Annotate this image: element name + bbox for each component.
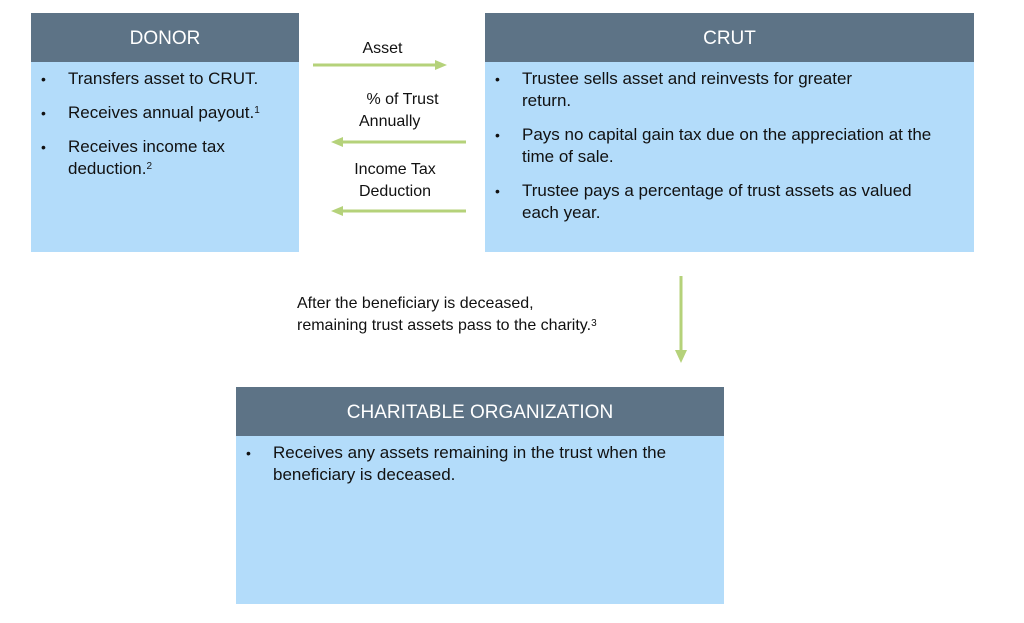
list-item: Receives any assets remaining in the tru… <box>246 442 714 486</box>
list-item: Trustee pays a percentage of trust asset… <box>495 180 964 224</box>
list-item: Transfers asset to CRUT. <box>41 68 289 90</box>
list-item: Pays no capital gain tax due on the appr… <box>495 124 964 168</box>
crut-list: Trustee sells asset and reinvests for gr… <box>485 62 974 224</box>
asset-label: Asset <box>362 40 403 57</box>
charity-arrow-down-icon <box>675 276 687 363</box>
charity-title: CHARITABLE ORGANIZATION <box>236 387 724 436</box>
crut-title: CRUT <box>485 13 974 62</box>
list-item: Trustee sells asset and reinvests for gr… <box>495 68 964 112</box>
payout-arrow-left-icon <box>331 137 466 147</box>
deduction-arrow-left-icon <box>331 206 466 216</box>
donor-box: DONOR Transfers asset to CRUT. Receives … <box>31 13 299 252</box>
asset-arrow-right-icon <box>313 60 447 70</box>
crut-box: CRUT Trustee sells asset and reinvests f… <box>485 13 974 252</box>
donor-title: DONOR <box>31 13 299 62</box>
beneficiary-note: After the beneficiary is deceased, remai… <box>297 295 597 334</box>
donor-list: Transfers asset to CRUT. Receives annual… <box>31 62 299 180</box>
charity-list: Receives any assets remaining in the tru… <box>236 436 724 486</box>
charity-box: CHARITABLE ORGANIZATION Receives any ass… <box>236 387 724 604</box>
list-item: Receives income tax deduction.2 <box>41 136 289 180</box>
list-item: Receives annual payout.1 <box>41 102 289 124</box>
